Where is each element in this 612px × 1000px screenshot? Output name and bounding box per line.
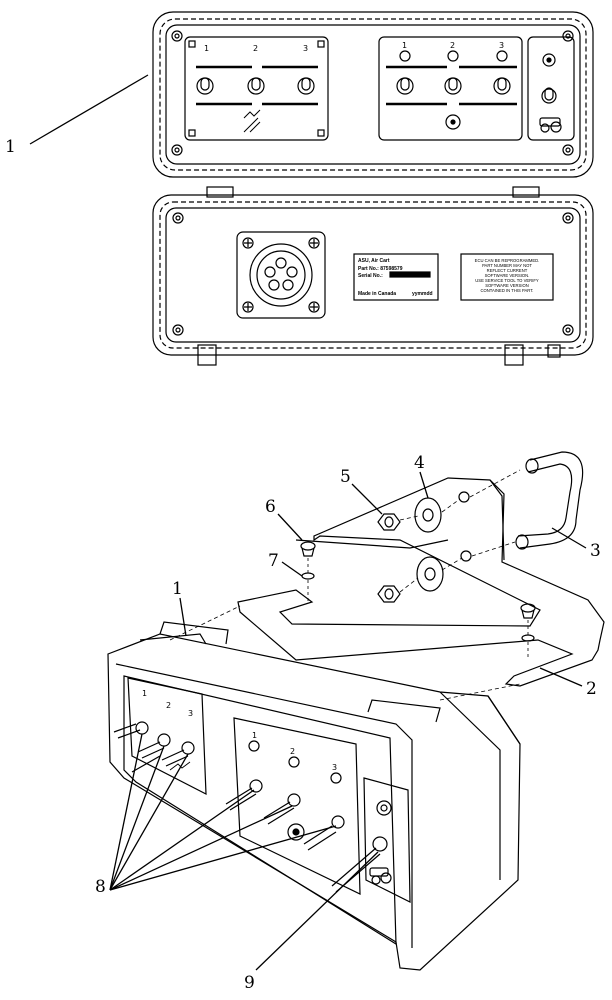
lock-washer — [521, 634, 535, 642]
callout-7: 7 — [268, 551, 279, 571]
leader-lines — [29, 74, 587, 971]
rear-view-housing — [152, 186, 594, 366]
toggle-switch-icon — [444, 77, 462, 95]
tractor-symbol-icon — [539, 117, 562, 133]
front-right-switch-panel — [378, 36, 523, 141]
toggle-switch-icon — [396, 77, 414, 95]
persp-left-number-2: 2 — [166, 701, 171, 710]
label-line-2: Part No.: 87598579 — [358, 266, 403, 272]
callout-5: 5 — [340, 467, 351, 487]
toggle-switch-icon — [297, 77, 315, 95]
left-panel-number-3: 3 — [303, 44, 308, 53]
screw — [520, 603, 536, 619]
screw — [300, 541, 316, 557]
u-bolt — [515, 451, 584, 550]
toggle-switch-icon — [196, 77, 214, 95]
software-notice-label — [460, 253, 554, 301]
left-panel-number-2: 2 — [253, 44, 258, 53]
gear-symbol-icon — [542, 53, 556, 67]
notice-line-6: SOFTWARE VERSION — [485, 283, 529, 288]
mounting-bracket — [237, 477, 605, 687]
right-panel-number-3: 3 — [499, 41, 504, 50]
perspective-housing — [107, 621, 521, 971]
perspective-master-panel — [331, 777, 411, 903]
callout-4: 4 — [414, 453, 425, 473]
notice-line-3: REFLECT CURRENT — [487, 268, 528, 273]
notice-line-2: PART NUMBER MAY NOT — [482, 263, 532, 268]
callout-1-top: 1 — [5, 137, 16, 157]
right-panel-number-1: 1 — [402, 41, 407, 50]
callout-6: 6 — [265, 497, 276, 517]
callout-9: 9 — [244, 973, 255, 993]
rear-connector — [236, 231, 326, 319]
notice-line-4: SOFTWARE VERSION. — [485, 273, 530, 278]
toggle-switch-icon — [247, 77, 265, 95]
lock-washer — [301, 572, 315, 580]
fan-symbol-icon — [445, 114, 461, 130]
callout-8: 8 — [95, 877, 106, 897]
hex-nut — [377, 513, 401, 531]
washer — [414, 497, 442, 533]
master-toggle-icon — [541, 87, 557, 104]
notice-line-7: CONTAINED IN THIS PART. — [481, 288, 534, 293]
label-line-5: yymmdd — [412, 291, 433, 297]
perspective-left-panel — [113, 677, 207, 796]
perspective-right-panel — [225, 717, 361, 895]
washer — [416, 556, 444, 592]
callout-2: 2 — [586, 679, 597, 699]
label-line-1: ASU, Air Cart — [358, 258, 390, 264]
persp-left-number-1: 1 — [142, 689, 147, 698]
front-master-switch-panel — [527, 36, 575, 141]
persp-right-number-3: 3 — [332, 763, 337, 772]
callout-1-mid: 1 — [172, 579, 183, 599]
front-left-switch-panel — [184, 36, 329, 141]
callout-3: 3 — [590, 541, 601, 561]
serial-barcode — [389, 271, 431, 278]
toggle-switch-icon — [493, 77, 511, 95]
persp-right-number-2: 2 — [290, 747, 295, 756]
persp-right-number-1: 1 — [252, 731, 257, 740]
left-panel-number-1: 1 — [204, 44, 209, 53]
label-line-3: Serial No.: — [358, 273, 383, 279]
notice-line-1: ECU CAN BE REPROGRAMMED. — [475, 258, 540, 263]
notice-line-5: USE SERVICE TOOL TO VERIFY — [475, 278, 539, 283]
hex-nut — [377, 585, 401, 603]
persp-left-number-3: 3 — [188, 709, 193, 718]
part-number-label — [353, 253, 439, 301]
right-panel-number-2: 2 — [450, 41, 455, 50]
front-view-housing — [152, 11, 594, 178]
label-line-4: Made in Canada — [358, 291, 396, 297]
